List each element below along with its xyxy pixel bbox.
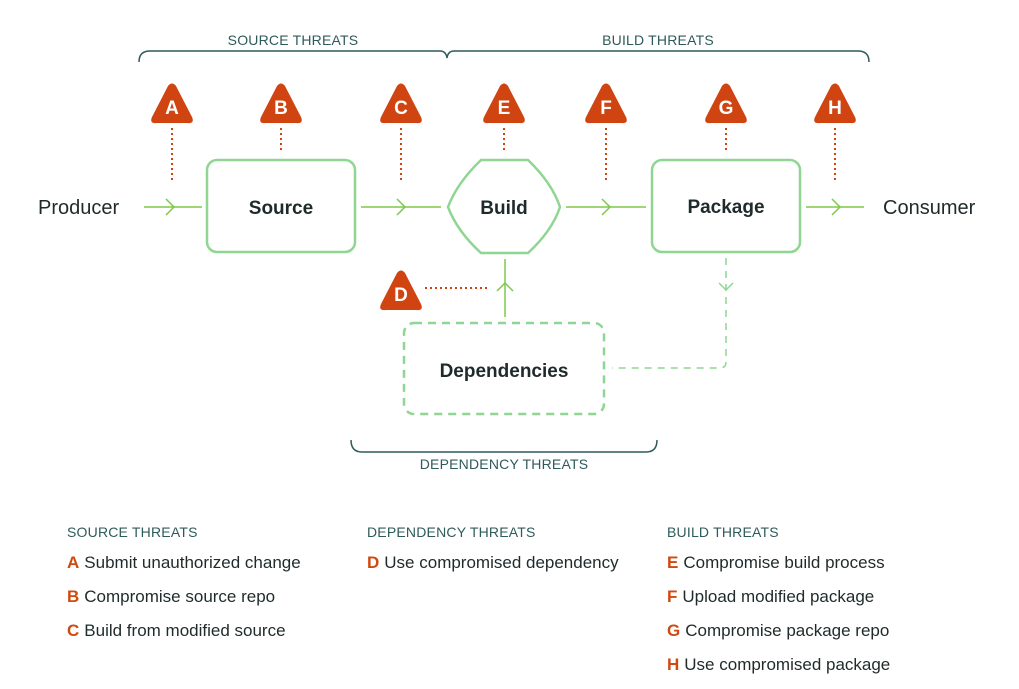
arrowhead-source-build bbox=[396, 198, 407, 216]
threat-marker-letter: D bbox=[394, 285, 408, 306]
source-node bbox=[205, 158, 357, 254]
source-threats-bracket bbox=[138, 50, 870, 63]
arrowhead-build-package bbox=[601, 198, 612, 216]
legend-title: BUILD THREATS bbox=[667, 524, 779, 540]
threat-marker-letter: H bbox=[828, 98, 842, 119]
threat-letter: H bbox=[667, 655, 680, 674]
threat-marker-b: B bbox=[260, 83, 302, 124]
threat-marker-h: H bbox=[814, 83, 856, 124]
arrowhead-dependencies-build bbox=[496, 281, 514, 292]
threat-text: Submit unauthorized change bbox=[84, 553, 301, 572]
threat-text: Compromise source repo bbox=[84, 587, 276, 606]
dependencies-node bbox=[402, 321, 606, 416]
threat-marker-letter: G bbox=[719, 98, 734, 119]
dependency-threats-bracket bbox=[350, 439, 658, 453]
threat-marker-letter: B bbox=[274, 98, 288, 119]
threat-letter: B bbox=[67, 587, 80, 606]
threat-letter: A bbox=[67, 553, 80, 572]
consumer-label: Consumer bbox=[883, 197, 976, 219]
threat-text: Compromise package repo bbox=[685, 621, 890, 640]
arrowhead-package-consumer bbox=[831, 198, 842, 216]
warning-triangle-icon bbox=[380, 270, 422, 311]
threat-marker-letter: C bbox=[394, 98, 408, 119]
build-threats-label: BUILD THREATS bbox=[602, 32, 714, 48]
package-node bbox=[650, 158, 802, 254]
threat-text: Use compromised package bbox=[684, 655, 891, 674]
threat-text: Compromise build process bbox=[683, 553, 885, 572]
build-node bbox=[446, 158, 562, 255]
threat-letter: C bbox=[67, 621, 80, 640]
threat-marker-letter: F bbox=[600, 98, 612, 119]
threat-text: Upload modified package bbox=[682, 587, 875, 606]
build-node-label: Build bbox=[480, 198, 528, 219]
producer-label: Producer bbox=[38, 197, 119, 219]
source-threats-label: SOURCE THREATS bbox=[228, 32, 359, 48]
supply-chain-diagram: SOURCE THREATS BUILD THREATS DEPENDENCY … bbox=[38, 32, 976, 472]
warning-triangle-icon bbox=[814, 83, 856, 124]
threat-marker-e: E bbox=[483, 83, 525, 124]
threat-marker-c: C bbox=[380, 83, 422, 124]
threat-marker-letter: E bbox=[498, 98, 511, 119]
threat-letter: D bbox=[367, 553, 380, 572]
dependency-threats-label: DEPENDENCY THREATS bbox=[420, 456, 589, 472]
warning-triangle-icon bbox=[483, 83, 525, 124]
legend-title: DEPENDENCY THREATS bbox=[367, 524, 536, 540]
warning-triangle-icon bbox=[151, 83, 193, 124]
flow-package-dependencies bbox=[612, 258, 727, 369]
dependencies-node-label: Dependencies bbox=[440, 361, 569, 382]
arrowhead-producer-source bbox=[165, 198, 176, 216]
threat-text: Build from modified source bbox=[84, 621, 286, 640]
threat-marker-g: G bbox=[705, 83, 747, 124]
warning-triangle-icon bbox=[585, 83, 627, 124]
threat-text: Use compromised dependency bbox=[384, 553, 619, 572]
legend-title: SOURCE THREATS bbox=[67, 524, 198, 540]
warning-triangle-icon bbox=[705, 83, 747, 124]
threat-marker-letter: A bbox=[165, 98, 179, 119]
threat-letter: F bbox=[667, 587, 678, 606]
arrowhead-package-dependencies bbox=[718, 282, 734, 292]
threat-marker-f: F bbox=[585, 83, 627, 124]
source-node-label: Source bbox=[249, 198, 313, 219]
warning-triangle-icon bbox=[380, 83, 422, 124]
warning-triangle-icon bbox=[260, 83, 302, 124]
threat-letter: E bbox=[667, 553, 679, 572]
threat-marker-a: A bbox=[151, 83, 193, 124]
threat-marker-d: D bbox=[380, 270, 422, 311]
package-node-label: Package bbox=[687, 197, 764, 218]
threat-letter: G bbox=[667, 621, 681, 640]
